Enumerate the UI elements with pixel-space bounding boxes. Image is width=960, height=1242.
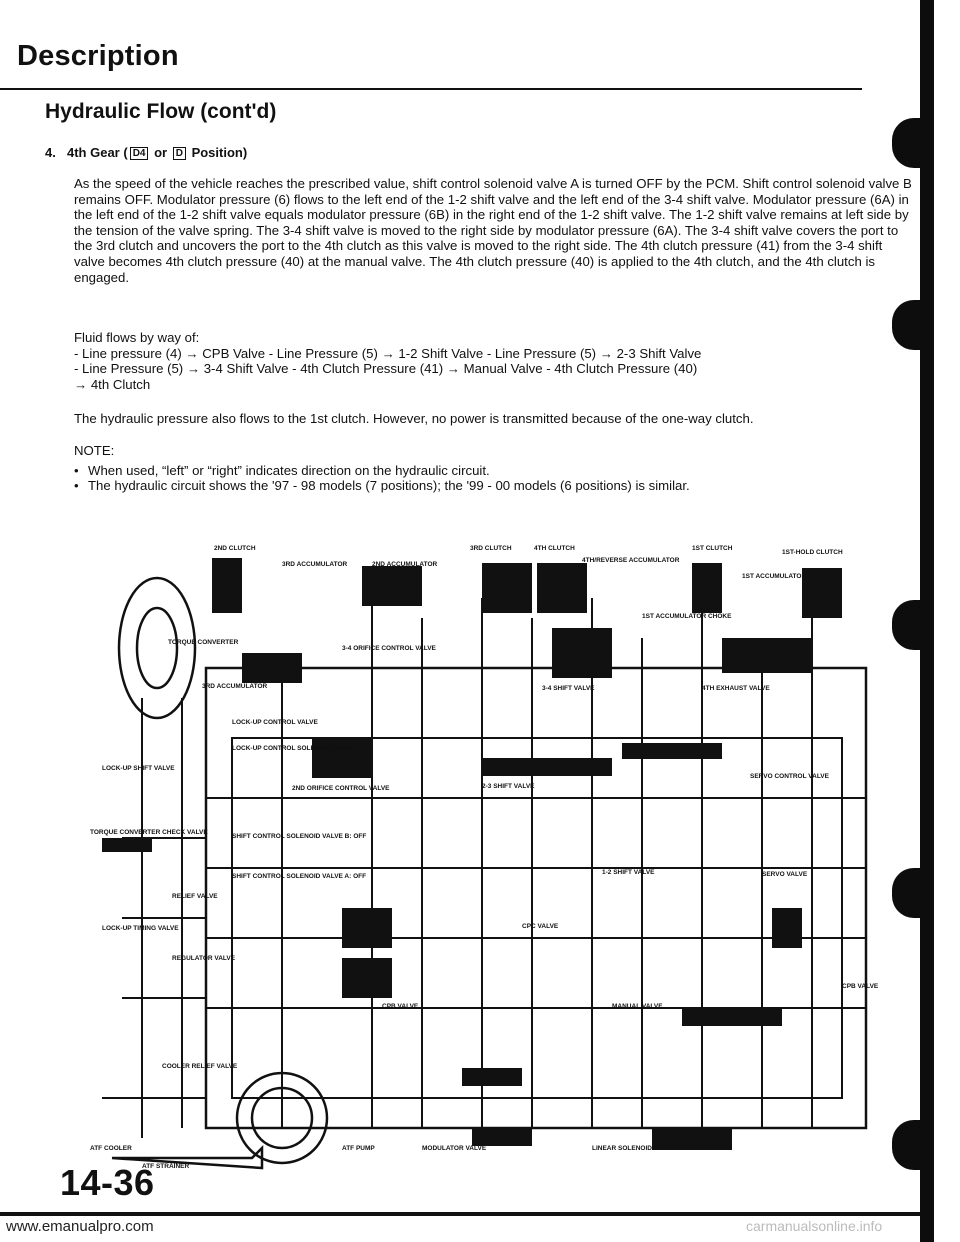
one-way-clutch-paragraph: The hydraulic pressure also flows to the… — [74, 411, 914, 427]
label-regulator-valve: REGULATOR VALVE — [172, 955, 236, 962]
label-cpc-valve: CPC VALVE — [522, 923, 559, 930]
label-cpb-valve: CPB VALVE — [382, 1003, 419, 1010]
gear-position-box-d: D — [172, 147, 186, 160]
flow-intro: Fluid flows by way of: — [74, 330, 200, 345]
footer-url-watermark: carmanualsonline.info — [746, 1218, 883, 1234]
section-title: Hydraulic Flow (cont'd) — [45, 100, 277, 123]
label-lockup-control-valve: LOCK-UP CONTROL VALVE — [232, 719, 318, 726]
flow-line: - Line pressure (4) → CPB Valve - Line P… — [74, 345, 702, 361]
label-torque-converter: TORQUE CONVERTER — [168, 639, 239, 646]
page-title: Description — [17, 40, 179, 72]
label-3rd-accumulator: 3RD ACCUMULATOR — [282, 561, 348, 568]
label-cooler-relief: COOLER RELIEF VALVE — [162, 1063, 238, 1070]
footer-url: www.emanualpro.com — [6, 1218, 154, 1235]
label-torque-converter-check: TORQUE CONVERTER CHECK VALVE — [90, 829, 208, 836]
label-lockup-timing: LOCK-UP TIMING VALVE — [102, 925, 179, 932]
footer-rule — [0, 1212, 920, 1216]
label-relief-valve: RELIEF VALVE — [172, 893, 218, 900]
label-2-3-shift-valve: 2-3 SHIFT VALVE — [482, 783, 535, 790]
label-atf-strainer: ATF STRAINER — [142, 1163, 189, 1170]
label-1st-accumulator-choke: 1ST ACCUMULATOR CHOKE — [642, 613, 732, 620]
label-cpb-side-valve: CPB VALVE — [842, 983, 879, 990]
note-item: The hydraulic circuit shows the '97 - 98… — [74, 478, 914, 494]
step-text-before: 4th Gear ( — [67, 145, 128, 160]
label-servo-control-valve: SERVO CONTROL VALVE — [750, 773, 830, 780]
label-atf-pump: ATF PUMP — [342, 1145, 375, 1152]
flow-line: → 4th Clutch — [74, 376, 151, 392]
fluid-flow-block: Fluid flows by way of: - Line pressure (… — [74, 330, 914, 392]
label-linear-solenoid: LINEAR SOLENOID — [592, 1145, 652, 1152]
paragraph-text: The hydraulic pressure also flows to the… — [74, 411, 754, 426]
section-tab — [892, 1120, 932, 1170]
paragraph-text: As the speed of the vehicle reaches the … — [74, 176, 912, 285]
section-tab — [892, 600, 932, 650]
label-2nd-clutch: 2ND CLUTCH — [214, 545, 256, 552]
header-rule — [0, 88, 862, 90]
flow-line: - Line Pressure (5) → 3-4 Shift Valve - … — [74, 361, 698, 377]
section-tab — [892, 118, 932, 168]
label-1st-accumulator: 1ST ACCUMULATOR — [742, 573, 806, 580]
step-text-after: Position) — [187, 145, 248, 160]
step-text-mid: or — [150, 145, 171, 160]
label-lockup-shift-valve: LOCK-UP SHIFT VALVE — [102, 765, 175, 772]
label-lockup-solenoid: LOCK-UP CONTROL SOLENOID VALVE — [232, 745, 354, 752]
label-2nd-accumulator: 2ND ACCUMULATOR — [372, 561, 438, 568]
label-4th-exhaust-valve: 4TH EXHAUST VALVE — [702, 685, 770, 692]
section-tab — [892, 868, 932, 918]
label-atf-cooler: ATF COOLER — [90, 1145, 132, 1152]
label-manual-valve: MANUAL VALVE — [612, 1003, 663, 1010]
label-modulator-valve: MODULATOR VALVE — [422, 1145, 487, 1152]
label-3rd-clutch: 3RD CLUTCH — [470, 545, 512, 552]
description-paragraph: As the speed of the vehicle reaches the … — [74, 176, 914, 285]
note-block: NOTE: When used, “left” or “right” indic… — [74, 443, 914, 494]
label-1st-clutch: 1ST CLUTCH — [692, 545, 733, 552]
label-3-4-orifice: 3-4 ORIFICE CONTROL VALVE — [342, 645, 437, 652]
step-number: 4. — [45, 145, 56, 160]
step-heading: 4. 4th Gear (D4 or D Position) — [45, 145, 247, 160]
section-tab — [892, 300, 932, 350]
label-1st-hold-clutch: 1ST-HOLD CLUTCH — [782, 549, 843, 556]
hydraulic-circuit-svg: 2ND CLUTCH 3RD ACCUMULATOR 2ND ACCUMULAT… — [90, 545, 879, 1170]
label-shift-control-a: SHIFT CONTROL SOLENOID VALVE A: OFF — [232, 873, 366, 880]
diagram-labels: 2ND CLUTCH 3RD ACCUMULATOR 2ND ACCUMULAT… — [90, 545, 879, 1170]
label-servo-valve: SERVO VALVE — [762, 871, 808, 878]
note-heading: NOTE: — [74, 443, 115, 458]
label-4th-reverse-accumulator: 4TH/REVERSE ACCUMULATOR — [582, 557, 680, 564]
label-2nd-orifice: 2ND ORIFICE CONTROL VALVE — [292, 785, 390, 792]
gear-position-box-d4: D4 — [129, 147, 149, 160]
label-1-2-shift-valve: 1-2 SHIFT VALVE — [602, 869, 655, 876]
note-list: When used, “left” or “right” indicates d… — [74, 463, 914, 494]
label-3-4-shift-valve: 3-4 SHIFT VALVE — [542, 685, 595, 692]
label-4th-clutch: 4TH CLUTCH — [534, 545, 575, 552]
note-item: When used, “left” or “right” indicates d… — [74, 463, 914, 479]
label-3rd-accumulator-piston: 3RD ACCUMULATOR — [202, 683, 268, 690]
label-shift-control-b: SHIFT CONTROL SOLENOID VALVE B: OFF — [232, 833, 366, 840]
page-number: 14-36 — [60, 1162, 155, 1203]
hydraulic-circuit-diagram: 2ND CLUTCH 3RD ACCUMULATOR 2ND ACCUMULAT… — [82, 538, 882, 1188]
